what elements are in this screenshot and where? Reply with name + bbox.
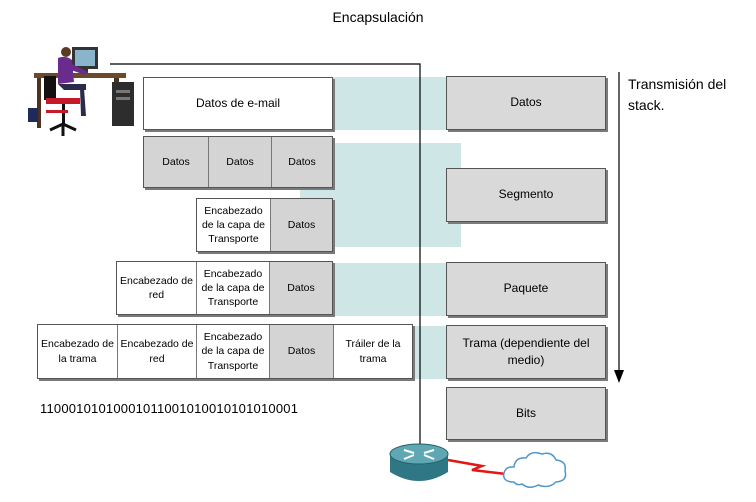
pdu-segment: Segmento	[446, 168, 606, 222]
router-icon	[389, 443, 449, 481]
pdu-frame: Trama (dependiente del medio)	[446, 325, 606, 379]
transport-header-cell: Encabezado de la capa de Transporte	[196, 262, 269, 314]
diagram-title: Encapsulación	[332, 9, 424, 25]
band-frame	[410, 326, 448, 379]
transport-data-cell: Datos	[270, 199, 332, 251]
segment-cell: Datos	[144, 137, 208, 187]
frame-header-cell: Encabezado de la trama	[38, 325, 117, 378]
segment-cell: Datos	[208, 137, 271, 187]
cloud-icon	[502, 451, 567, 488]
transport-header-cell: Encabezado de la capa de Transporte	[196, 325, 269, 378]
packet-box: Encabezado de red Encabezado de la capa …	[116, 261, 333, 315]
workstation-icon	[28, 47, 134, 136]
band-data	[333, 77, 448, 130]
network-header-cell: Encabezado de red	[117, 262, 196, 314]
segmented-data-box: Datos Datos Datos	[143, 136, 333, 188]
frame-data-cell: Datos	[269, 325, 333, 378]
pdu-bits: Bits	[446, 387, 606, 440]
frame-box: Encabezado de la trama Encabezado de red…	[37, 324, 413, 379]
down-arrow-icon	[614, 72, 624, 383]
transport-header-cell: Encabezado de la capa de Transporte	[197, 199, 270, 251]
packet-data-cell: Datos	[269, 262, 332, 314]
pdu-packet: Paquete	[446, 262, 606, 316]
segment-cell: Datos	[271, 137, 332, 187]
transmission-label: Transmisión del stack.	[628, 76, 727, 113]
frame-trailer-cell: Tráiler de la trama	[333, 325, 412, 378]
email-data-box: Datos de e-mail	[143, 77, 333, 130]
network-header-cell: Encabezado de red	[117, 325, 196, 378]
serial-link-icon	[447, 458, 507, 476]
band-packet	[333, 263, 448, 316]
pdu-data: Datos	[446, 76, 606, 130]
bit-stream: 11000101010001011001010010101010001	[40, 401, 299, 416]
transport-segment-box: Encabezado de la capa de Transporte Dato…	[196, 198, 333, 252]
email-data-label: Datos de e-mail	[195, 96, 281, 111]
